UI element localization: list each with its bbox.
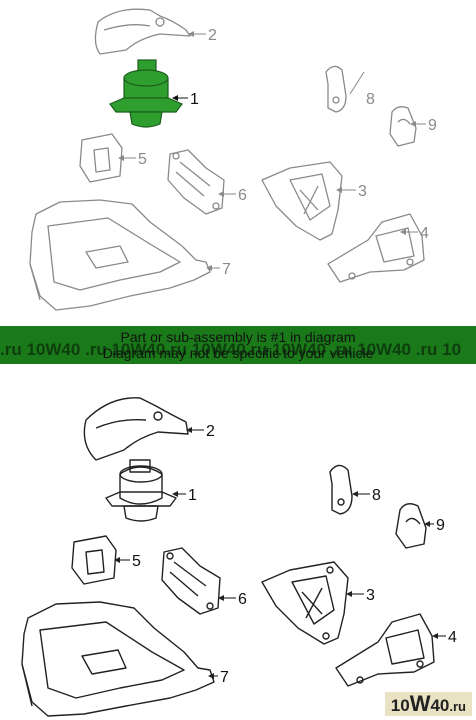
watermark-strip: .ru 10W40 .ru 10W40.ru 10W40.ru 10W40 .r… — [0, 340, 462, 359]
callout-9-top: 9 — [428, 117, 437, 134]
part-4-bracket-bottom — [335, 613, 435, 687]
callout-6-top: 6 — [238, 187, 247, 204]
part-8-bracket — [325, 65, 347, 113]
callout-1-bottom: 1 — [188, 487, 197, 504]
callout-4-top: 4 — [420, 225, 429, 242]
callout-7-top: 7 — [222, 261, 231, 278]
banner-line-2: Diagram may not be specific to your vehi… — [102, 345, 374, 361]
part-2-heat-shield-bottom — [83, 397, 189, 461]
callout-7-bottom: 7 — [220, 669, 229, 686]
diagram-top-svg: 1 2 3 4 5 6 7 8 9 — [29, 8, 437, 311]
callout-2-top: 2 — [208, 27, 217, 44]
part-1-engine-mount-bottom — [105, 459, 177, 522]
callout-6-bottom: 6 — [238, 591, 247, 608]
callout-3-bottom: 3 — [366, 587, 375, 604]
part-1-engine-mount-highlighted — [109, 59, 183, 128]
part-8-bracket-bottom — [329, 464, 353, 515]
diagram-bottom-svg: 2 1 5 6 3 4 8 9 7 — [21, 397, 457, 717]
part-5-mount-bottom — [71, 535, 117, 585]
callout-5-bottom: 5 — [132, 553, 141, 570]
site-logo: 10 W 40 .ru — [384, 691, 472, 716]
part-5-mount — [79, 133, 123, 183]
callout-1-top: 1 — [190, 91, 199, 108]
part-3-bracket-bottom — [261, 561, 349, 645]
part-6-bracket-bottom — [161, 547, 221, 615]
callout-8-top: 8 — [366, 91, 375, 108]
callout-8-bottom: 8 — [372, 487, 381, 504]
callout-9-bottom: 9 — [436, 517, 445, 534]
part-9-mount-bottom — [395, 503, 427, 549]
callout-2-bottom: 2 — [206, 423, 215, 440]
diagram-bottom: 2 1 5 6 3 4 8 9 7 — [0, 364, 476, 720]
logo-mark: W — [409, 691, 431, 716]
logo-number: 40 — [430, 696, 450, 715]
part-6-bracket — [167, 149, 225, 215]
part-7-subframe-bottom — [21, 601, 215, 717]
info-banner: .ru 10W40 .ru 10W40.ru 10W40.ru 10W40 .r… — [0, 326, 476, 364]
logo-suffix: .ru — [449, 699, 466, 714]
part-4-bracket — [327, 213, 425, 283]
part-7-subframe — [29, 199, 211, 311]
diagram-top: 1 2 3 4 5 6 7 8 9 — [0, 0, 476, 326]
callout-4-bottom: 4 — [448, 629, 457, 646]
part-3-bracket — [261, 161, 343, 241]
callout-5-top: 5 — [138, 151, 147, 168]
logo-prefix: 10 — [390, 696, 410, 715]
part-9-mount — [389, 106, 417, 147]
callout-3-top: 3 — [358, 183, 367, 200]
banner-line-1: Part or sub-assembly is #1 in diagram — [120, 329, 356, 345]
part-2-heat-shield — [94, 8, 191, 55]
